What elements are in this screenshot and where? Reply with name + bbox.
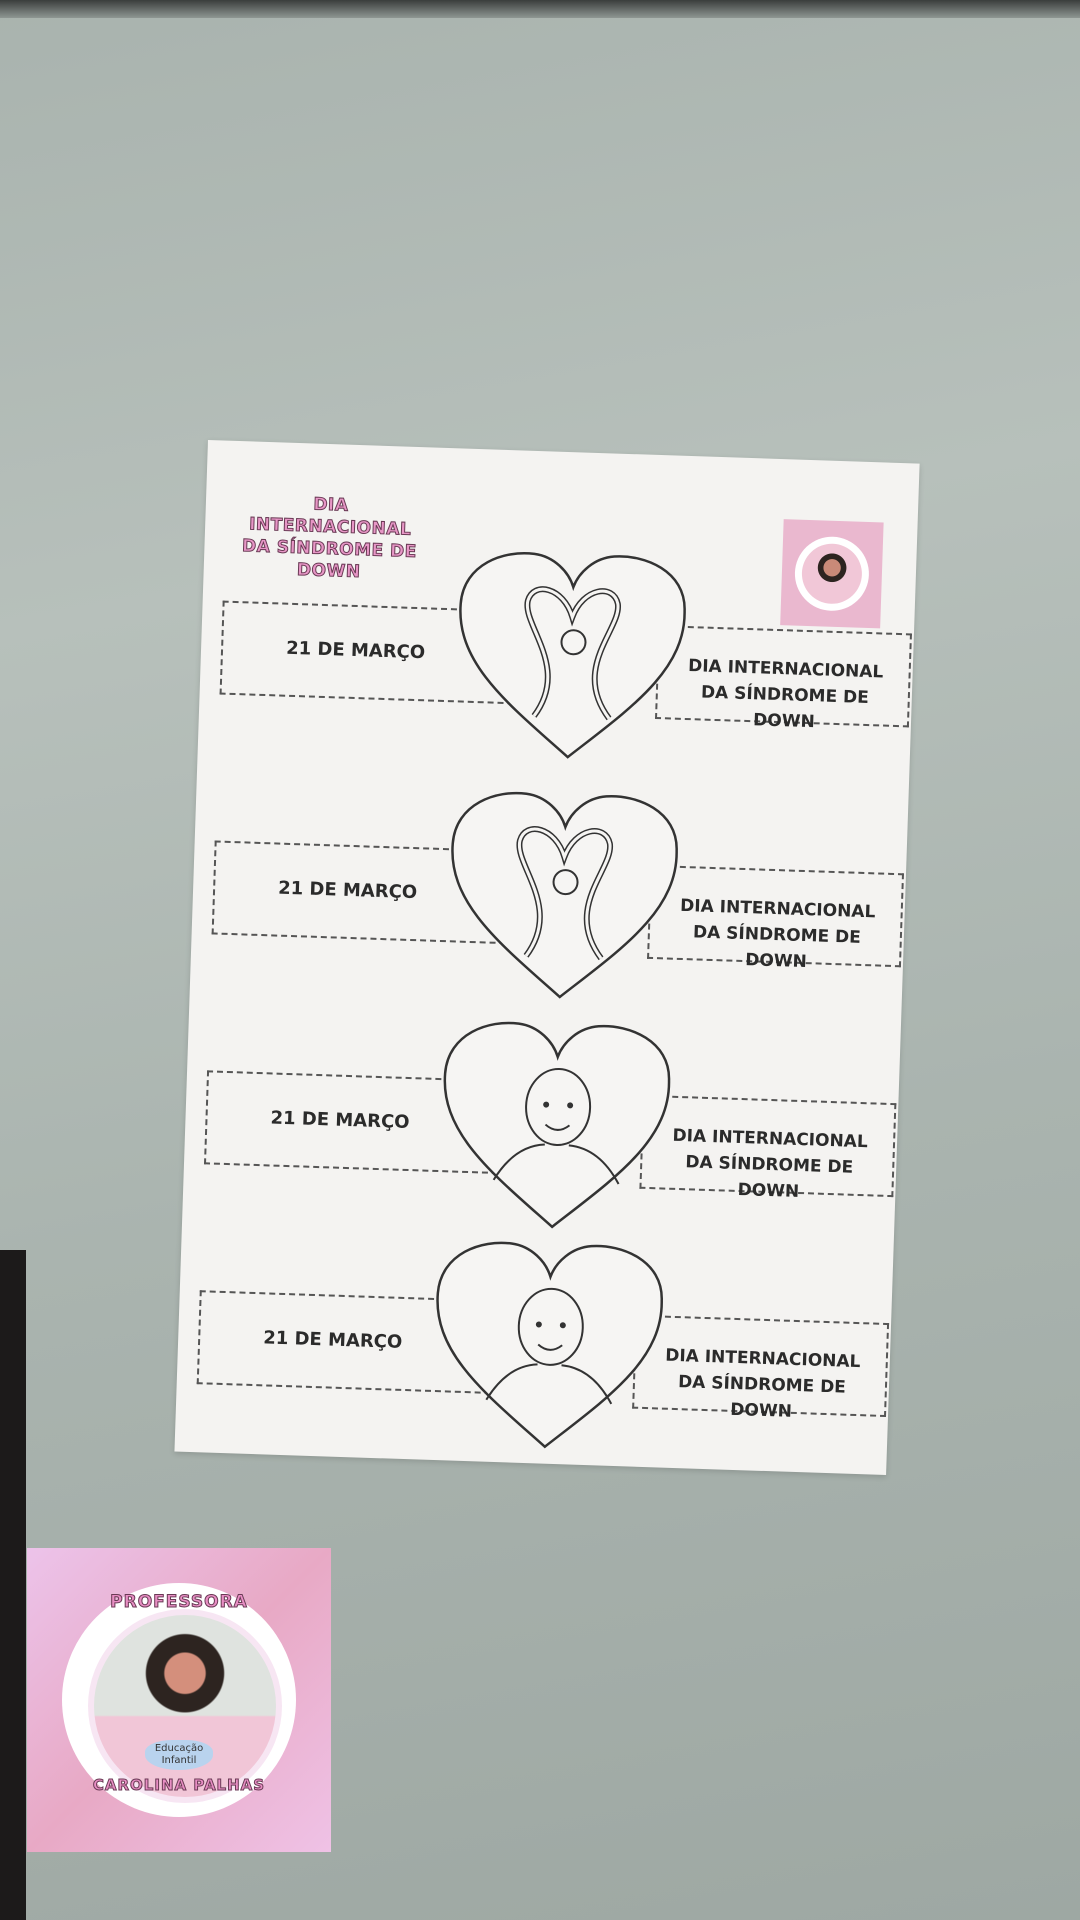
- bookmark-row: 21 DE MARÇO DIA INTERNACIONAL DA SÍNDROM…: [202, 1005, 899, 1248]
- badge-top-text: PROFESSORA: [110, 1592, 248, 1613]
- heart-ribbon-icon: [451, 791, 678, 999]
- badge-ring: [62, 1583, 296, 1817]
- bookmark-row: 21 DE MARÇO DIA INTERNACIONAL DA SÍNDROM…: [210, 775, 907, 1018]
- badge-bottom-text: CAROLINA PALHAS: [92, 1776, 266, 1795]
- day-name: DIA INTERNACIONAL DA SÍNDROME DE DOWN: [687, 656, 884, 733]
- teacher-photo: [88, 1609, 282, 1803]
- bookmark-row: 21 DE MARÇO DIA INTERNACIONAL DA SÍNDROM…: [218, 536, 915, 779]
- top-frame: [0, 0, 1080, 18]
- teacher-badge: PROFESSORA Educação Infantil CAROLINA PA…: [27, 1548, 331, 1852]
- day-name: DIA INTERNACIONAL DA SÍNDROME DE DOWN: [664, 1345, 861, 1422]
- day-name: DIA INTERNACIONAL DA SÍNDROME DE DOWN: [679, 895, 876, 973]
- bookmark-row: 21 DE MARÇO DIA INTERNACIONAL DA SÍNDROM…: [195, 1225, 892, 1468]
- heart-child-icon: [436, 1241, 663, 1449]
- left-shadow: [0, 1250, 26, 1920]
- heart-ribbon-icon: [459, 551, 686, 759]
- printed-sheet: DIA INTERNACIONAL DA SÍNDROME DE DOWN 21…: [174, 440, 920, 1476]
- shirt-text: Educação Infantil: [145, 1740, 213, 1770]
- day-name: DIA INTERNACIONAL DA SÍNDROME DE DOWN: [672, 1125, 869, 1203]
- heart-child-icon: [443, 1021, 671, 1229]
